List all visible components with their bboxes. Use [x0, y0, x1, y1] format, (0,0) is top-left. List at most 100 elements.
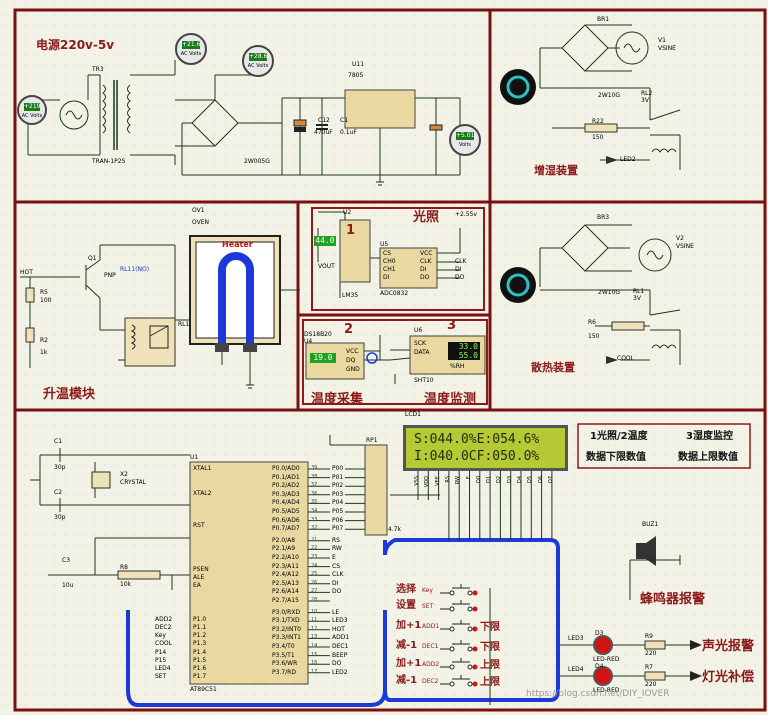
x2-label: X2 [120, 471, 128, 478]
lcd-pin: RW [455, 476, 462, 485]
button-label: 加+1 [396, 620, 422, 631]
mcu-right-pinno: 23 [311, 554, 318, 560]
r8-label: R8 [120, 564, 128, 571]
mcu-left-net: DEC2 [155, 624, 172, 631]
reg-ref: U11 [352, 61, 365, 68]
lcd-display: S:044.0%E:054.6% I:040.0CF:050.0% [403, 425, 568, 471]
sht-pin-data: DATA [414, 349, 430, 356]
mcu-right-net: ADD1 [332, 634, 350, 642]
ac-meter-1-value: +219 [24, 103, 41, 111]
ac-meter-1-unit: AC Volts [21, 113, 43, 119]
buz-label: BUZ1 [642, 521, 659, 528]
mcu-right-pinno: 21 [311, 536, 318, 543]
adc-pin-right: DO [420, 274, 430, 281]
push-button[interactable] [440, 600, 478, 612]
mcu-right-pinno: 32 [311, 525, 318, 532]
lcd-line-1: S:044.0%E:054.6% [414, 432, 540, 447]
mcu-right-net: P00 [332, 465, 344, 472]
led3-icon [593, 635, 613, 655]
mcu-right-pinno: 12 [311, 625, 318, 632]
button-net: SET [422, 603, 434, 610]
mcu-left-pin: P1.2 [193, 632, 207, 639]
button-label: 选择 [396, 584, 416, 595]
mcu-right-net: DO [332, 588, 342, 596]
adc-pin-right: VCC [420, 250, 433, 257]
limit-label: 上限 [480, 677, 500, 688]
mcu-left-pin: RST [193, 522, 205, 529]
r150b-label: 150 [588, 333, 600, 340]
r9-label: R9 [645, 633, 653, 640]
cool-label: COOL [617, 355, 634, 362]
mcu-left-net: Key [155, 632, 166, 639]
mcu-left-pin: P1.5 [193, 657, 207, 664]
push-button[interactable] [440, 658, 478, 670]
lcd-pin: D3 [506, 476, 513, 484]
adc-pin-left: CH1 [383, 266, 396, 273]
tr-label: TRAN-1P2S [92, 158, 126, 165]
mcu-right-net: E [332, 554, 336, 561]
mcu-right-net: LED3 [332, 617, 348, 625]
legend-c: 数据下限数值 [586, 452, 646, 463]
vout-label: VOUT [318, 263, 335, 270]
rl11-label: RL11(NO) [120, 266, 150, 273]
mcu-left-pin: XTAL1 [193, 465, 212, 472]
br3-label: BR3 [597, 214, 610, 221]
marker-1: 1 [346, 223, 356, 238]
reg-label: 7805 [348, 72, 364, 79]
mcu-left-pin: P1.0 [193, 616, 207, 623]
lcd-pin: VEE [434, 476, 441, 486]
mcu-right-net: P05 [332, 508, 344, 515]
mcu-right-pinno: 35 [311, 499, 318, 506]
sht10-unit: %RH [450, 363, 465, 370]
button-net: DEC1 [422, 643, 439, 650]
cap-ref-1: C12 [318, 117, 330, 124]
push-button-icon [440, 675, 478, 687]
oven-label: OVEN [192, 219, 210, 226]
mcu-right-pinno: 36 [311, 490, 318, 497]
mcu-right-pin: P2.3/A11 [272, 562, 299, 570]
mcu-right-pinno: 28 [311, 597, 318, 603]
ac-meter-2-value: +21.6 [182, 41, 201, 49]
u4-label: U4 [304, 338, 313, 345]
mcu-right-net: CLK [332, 571, 344, 579]
mcu-right-pinno: 26 [311, 579, 318, 586]
push-button[interactable] [440, 620, 478, 632]
button-net: ADD1 [422, 623, 440, 630]
push-button-icon [440, 600, 478, 612]
mcu-right-net: LED2 [332, 668, 348, 676]
marker-2: 2 [344, 322, 354, 337]
mcu-right-pin: P2.1/A9 [272, 545, 296, 553]
r100-label: 100 [40, 297, 52, 304]
v1-label: V1 [658, 37, 666, 44]
br1-label: BR1 [597, 16, 610, 23]
r7-label: R7 [645, 664, 653, 671]
push-button[interactable] [440, 675, 478, 687]
power-section-title: 电源220v-5v [36, 38, 115, 52]
mcu-right-net: DEC1 [332, 643, 349, 650]
c3-label: C3 [62, 557, 71, 564]
lcd-pin: D6 [537, 476, 544, 484]
mcu-left-pin: EA [193, 582, 201, 589]
rl1-cool-label: RL1 [633, 288, 645, 295]
mcu-left-pin: XTAL2 [193, 490, 212, 497]
push-button[interactable] [440, 584, 478, 596]
push-button[interactable] [440, 640, 478, 652]
sht-pin-sck: SCK [414, 340, 426, 347]
lcd-pin: D2 [496, 476, 503, 484]
ac-meter-3-unit: AC Volts [247, 63, 269, 69]
ov1-label: OV1 [192, 207, 205, 214]
lcd-pin: D4 [517, 476, 523, 484]
r8-val: 10k [120, 581, 132, 588]
legend-a: 1光照/2温度 [590, 431, 648, 442]
rp1-val: 4.7k [388, 526, 402, 533]
c3-val: 10u [62, 582, 74, 589]
mcu-left-pin: P1.4 [193, 649, 207, 656]
mcu-right-pinno: 38 [311, 473, 318, 480]
rl1-cool-volt: 3V [633, 295, 641, 302]
c2-label: C2 [54, 489, 63, 496]
rl1-label: RL1 [178, 321, 190, 328]
mcu-right-net: DO [332, 660, 342, 668]
mcu-right-pin: P3.0/RXD [272, 608, 301, 616]
